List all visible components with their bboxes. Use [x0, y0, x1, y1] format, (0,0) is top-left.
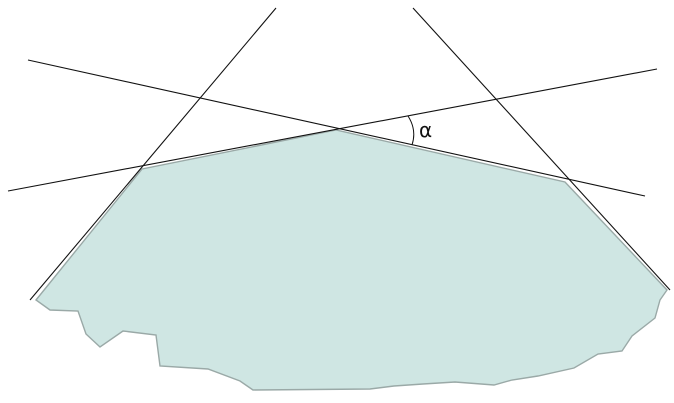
angle-arc — [407, 115, 415, 146]
shaded-region — [34, 129, 668, 391]
angle-label: α — [419, 118, 432, 142]
right-tangent-line — [412, 7, 671, 291]
left-tangent-line — [29, 7, 277, 301]
lower-crossing-line — [7, 68, 658, 192]
upper-crossing-line — [27, 59, 646, 197]
